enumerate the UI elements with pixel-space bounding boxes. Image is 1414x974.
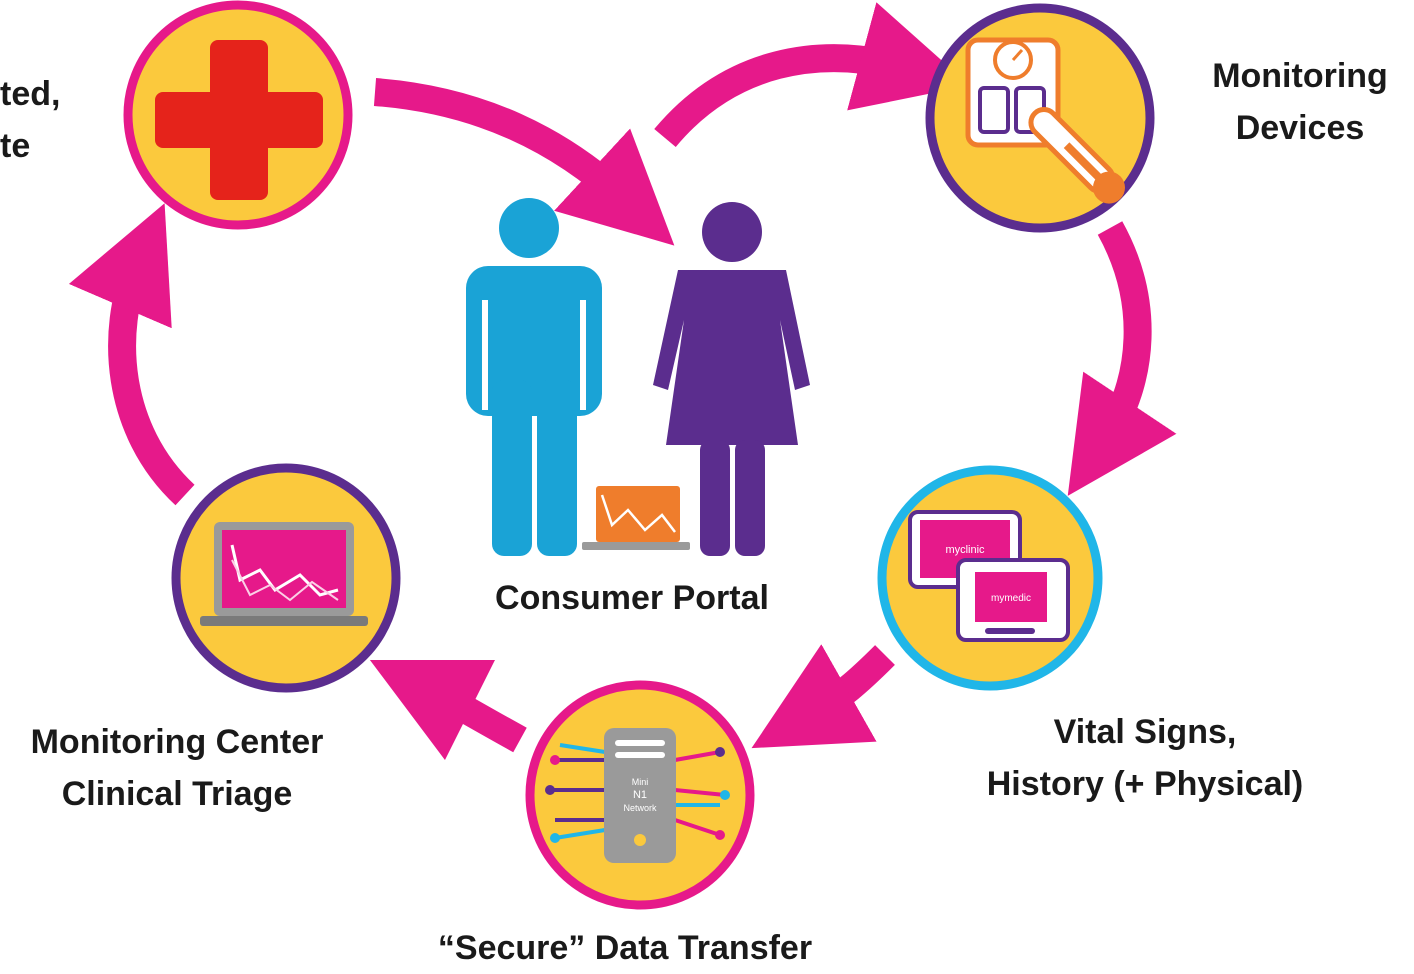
- label-consumer-portal-text: Consumer Portal: [495, 579, 769, 617]
- label-top-left-line1: ted,: [0, 75, 61, 113]
- server-text-3: Network: [623, 803, 657, 813]
- label-vital-signs: Vital Signs, History (+ Physical): [960, 706, 1330, 810]
- label-top-left-line2: te: [0, 127, 31, 165]
- tablets-icon: myclinic mymedic: [908, 510, 1070, 642]
- arrow-center-to-clinic: [68, 203, 195, 506]
- arrow-vitals-to-transfer: [751, 644, 895, 749]
- label-consumer-portal: Consumer Portal: [470, 572, 794, 624]
- label-vital-signs-line1: Vital Signs,: [1053, 713, 1237, 751]
- clinic-node: [123, 0, 353, 230]
- label-monitoring-devices-line1: Monitoring: [1212, 57, 1388, 95]
- man-icon: [466, 198, 602, 556]
- laptop-icon: [582, 486, 690, 550]
- tablet-back-text: myclinic: [945, 544, 985, 556]
- vital-signs-node: myclinic mymedic: [877, 465, 1103, 691]
- woman-icon: [653, 202, 810, 556]
- label-monitoring-devices: Monitoring Devices: [1196, 50, 1404, 154]
- server-text-1: Mini: [632, 777, 649, 787]
- arrow-transfer-to-center: [369, 659, 527, 761]
- server-text-2: N1: [633, 789, 647, 801]
- arrow-clinic-to-consumer: [373, 78, 675, 246]
- arrow-devices-to-vitals: [1067, 221, 1177, 496]
- label-data-transfer: “Secure” Data Transfer: [410, 922, 840, 974]
- monitoring-devices-node: [925, 3, 1155, 233]
- label-monitoring-center-line2: Clinical Triage: [61, 775, 293, 813]
- label-data-transfer-text: “Secure” Data Transfer: [437, 929, 813, 967]
- red-cross-icon: [155, 40, 323, 200]
- data-transfer-node: Mini N1 Network: [525, 680, 755, 910]
- server-icon: Mini N1 Network: [545, 728, 730, 863]
- monitoring-center-node: [171, 463, 401, 693]
- scale-thermometer-icon: [965, 37, 1125, 204]
- label-monitoring-devices-line2: Devices: [1235, 109, 1365, 147]
- label-monitoring-center: Monitoring Center Clinical Triage: [0, 716, 354, 820]
- label-vital-signs-line2: History (+ Physical): [986, 765, 1304, 803]
- arrow-consumer-to-devices: [654, 2, 970, 148]
- label-top-left: ted, te: [0, 68, 60, 172]
- label-monitoring-center-line1: Monitoring Center: [30, 723, 324, 761]
- tablet-front-text: mymedic: [991, 593, 1031, 604]
- laptop-chart-icon: [200, 522, 368, 626]
